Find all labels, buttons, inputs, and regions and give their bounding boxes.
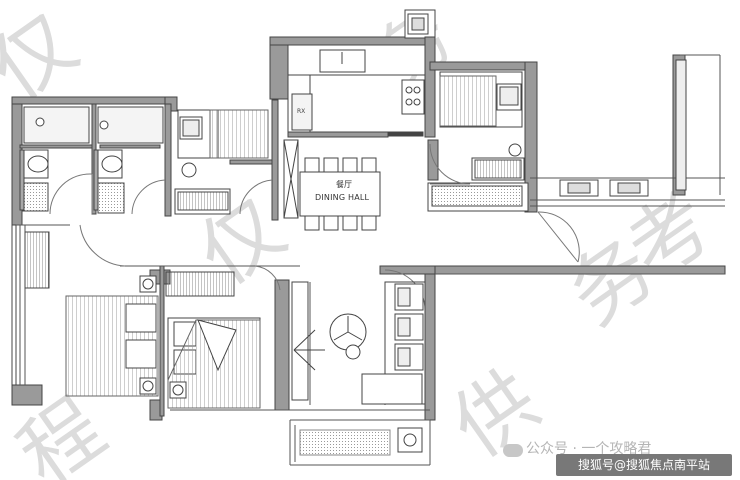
account-line: 公众号 · 一个攻略君 <box>526 441 652 457</box>
bathroom-fixtures <box>19 106 164 214</box>
bedroom-top-right <box>431 71 525 207</box>
living-room <box>291 281 426 456</box>
bedroom-bottom-middle <box>165 271 261 409</box>
kitchen <box>287 13 429 133</box>
dining-label-cn: 餐厅 <box>336 180 352 189</box>
master-bedroom <box>24 231 159 397</box>
doors <box>49 143 580 311</box>
bedroom-top-middle <box>174 109 269 215</box>
account-watermark: 公众号 · 一个攻略君 <box>500 438 651 458</box>
dining-area <box>283 139 381 231</box>
wechat-icon <box>503 444 523 457</box>
balcony-appliances <box>559 59 687 197</box>
fridge-label: RX <box>297 108 306 115</box>
thin-walls <box>16 54 725 466</box>
dining-label-en: DINING HALL <box>315 193 370 202</box>
credit-badge: 搜狐号@搜狐焦点南平站 <box>556 454 732 476</box>
